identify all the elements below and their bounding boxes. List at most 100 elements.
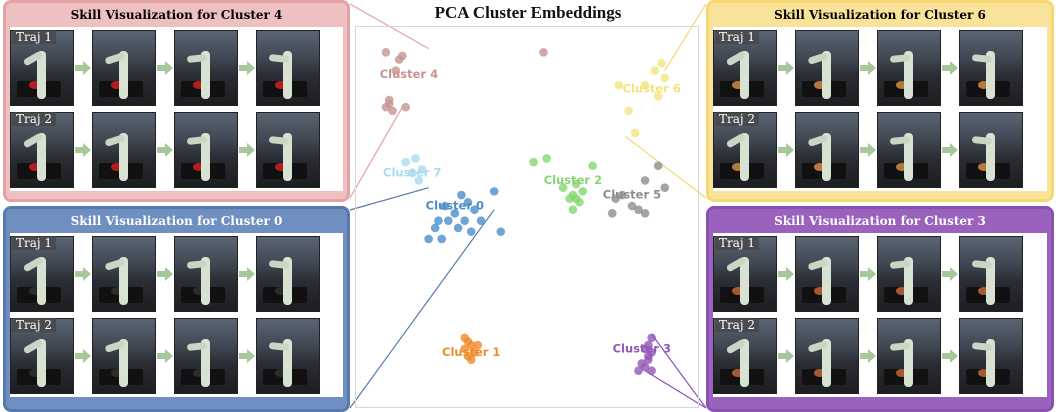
arrow-right-icon [74,265,92,283]
trajectory-frame [795,236,859,312]
panel-title: Skill Visualization for Cluster 3 [709,209,1051,233]
label-cluster-4: Cluster 4 [380,67,438,81]
trajectory-frame [959,30,1023,106]
trajectory-label: Traj 1 [12,236,57,250]
point-cluster-5-2 [653,161,663,171]
arrow-right-icon [859,59,877,77]
point-cluster-3-7 [634,366,643,376]
trajectory-label: Traj 2 [715,112,760,126]
trajectory-row-traj2: Traj 2 [10,315,343,397]
point-cluster-0-7 [437,234,447,244]
arrow-right-icon [238,141,256,159]
trajectory-label: Traj 1 [715,30,760,44]
point-cluster-4-6 [388,106,397,116]
point-cluster-2-2 [558,183,568,193]
point-cluster-2-9 [588,161,597,171]
trajectory-label: Traj 1 [715,236,760,250]
point-cluster-0-2 [450,209,460,218]
trajectory-frame [256,112,320,188]
trajectory-frame [877,30,941,106]
trajectory-row-traj1: Traj 1 [713,27,1047,109]
trajectory-row-traj2: Traj 2 [10,109,343,191]
trajectory-frame [877,318,941,394]
point-cluster-0-11 [489,187,499,196]
point-cluster-2-5 [575,198,584,207]
panel-title: Skill Visualization for Cluster 0 [6,209,347,233]
point-cluster-2-6 [578,187,588,196]
trajectory-frame [256,30,320,106]
label-cluster-5: Cluster 5 [603,188,661,202]
arrow-right-icon [941,141,959,159]
trajectory-frame [959,236,1023,312]
panel-title: Skill Visualization for Cluster 4 [6,3,347,27]
point-cluster-6-5 [624,106,633,116]
point-cluster-3-0 [647,333,656,343]
arrow-right-icon [74,59,92,77]
arrow-right-icon [238,265,256,283]
arrow-right-icon [941,347,959,365]
point-cluster-6-1 [650,66,660,75]
arrow-right-icon [156,141,174,159]
trajectory-row-traj1: Traj 1 [713,233,1047,315]
trajectory-frame [92,236,156,312]
point-cluster-0-13 [453,223,463,233]
trajectory-frame [256,236,320,312]
point-cluster-4-8 [401,102,410,112]
point-cluster-6-6 [630,128,640,138]
point-cluster-0-9 [476,216,486,225]
arrow-right-icon [74,141,92,159]
point-cluster-1-6 [473,340,483,350]
trajectory-frame [174,112,238,188]
point-cluster-3-6 [640,362,650,372]
point-cluster-4-0 [381,48,391,57]
point-cluster-0-1 [463,198,473,207]
point-cluster-1-1 [466,340,476,350]
arrow-right-icon [238,59,256,77]
point-cluster-5-4 [634,205,643,214]
point-cluster-1-3 [470,348,479,357]
point-cluster-4-5 [381,102,391,112]
point-cluster-1-2 [460,344,469,354]
point-cluster-2-7 [571,179,581,189]
trajectory-frame [959,318,1023,394]
trajectory-row-traj1: Traj 1 [10,233,343,315]
trajectory-frame [92,30,156,106]
trajectory-frame [92,318,156,394]
point-cluster-1-7 [460,333,469,343]
arrow-right-icon [859,347,877,365]
arrow-right-icon [859,265,877,283]
label-cluster-0: Cluster 0 [426,199,484,213]
trajectory-frame [795,112,859,188]
trajectory-frame [92,112,156,188]
trajectory-label: Traj 2 [715,318,760,332]
label-cluster-6: Cluster 6 [622,82,680,96]
panel-title: Skill Visualization for Cluster 6 [709,3,1051,27]
trajectory-frame [174,30,238,106]
trajectory-rows: Traj 1 Traj 2 [10,27,343,191]
panel-cluster-3: Skill Visualization for Cluster 3 Traj 1… [706,206,1054,412]
arrow-right-icon [156,59,174,77]
trajectory-label: Traj 1 [12,30,57,44]
point-cluster-4-9 [539,48,548,57]
point-cluster-1-5 [466,355,476,365]
arrow-right-icon [941,59,959,77]
trajectory-frame [256,318,320,394]
arrow-right-icon [777,59,795,77]
trajectory-rows: Traj 1 Traj 2 [10,233,343,397]
point-cluster-5-6 [607,209,617,218]
point-cluster-4-3 [391,66,401,75]
chart-title: PCA Cluster Embeddings [434,3,622,22]
point-cluster-3-2 [640,344,650,354]
point-cluster-2-1 [542,154,551,163]
point-cluster-7-4 [417,165,427,174]
arrow-right-icon [156,347,174,365]
arrow-right-icon [859,141,877,159]
arrow-right-icon [74,347,92,365]
arrow-right-icon [156,265,174,283]
point-cluster-0-5 [470,205,479,214]
arrow-right-icon [777,141,795,159]
point-cluster-0-0 [457,190,466,200]
point-cluster-5-5 [640,209,650,218]
point-cluster-2-8 [568,205,578,214]
